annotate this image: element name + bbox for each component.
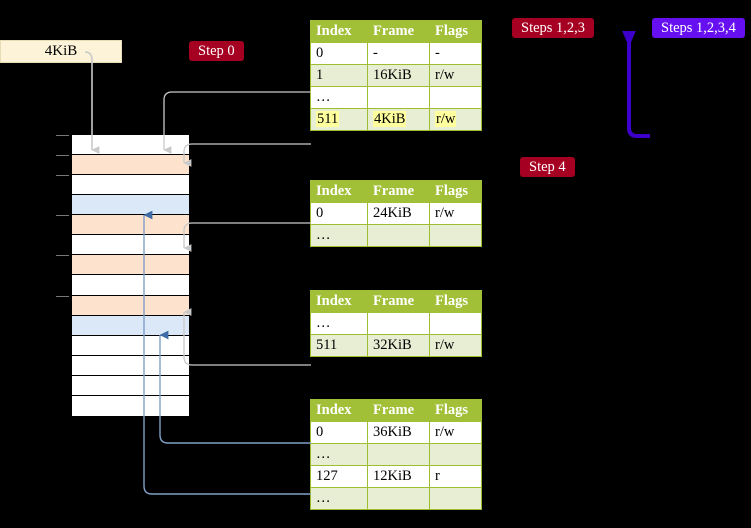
- table-cell: 0: [310, 202, 368, 225]
- connector-table1-row511: [183, 143, 311, 167]
- table-cell: 1: [310, 64, 368, 87]
- table-header-flags: Flags: [429, 290, 482, 313]
- table-cell: r/w: [429, 108, 482, 131]
- table-row: 511 4KiB r/w: [310, 108, 482, 131]
- badge-steps-1234: Steps 1,2,3,4: [652, 18, 745, 38]
- table-cell: …: [310, 224, 368, 247]
- physical-memory-column: [56, 134, 190, 416]
- table-cell: [429, 487, 482, 510]
- memory-frame-tick: [56, 175, 69, 177]
- table-cell: …: [310, 312, 368, 335]
- table-header-frame: Frame: [367, 290, 430, 313]
- memory-frame-tick: [56, 295, 69, 297]
- table-cell: r/w: [429, 421, 482, 444]
- table-cell: r/w: [429, 64, 482, 87]
- memory-frame-row: [72, 135, 189, 156]
- table-header-index: Index: [310, 20, 368, 43]
- table-cell: [429, 312, 482, 335]
- table-cell: -: [367, 42, 430, 65]
- table-cell: …: [310, 443, 368, 466]
- memory-frame-tick: [56, 155, 69, 157]
- memory-frame-tick: [56, 255, 69, 257]
- memory-frame-row: [72, 155, 189, 176]
- memory-frame-row: [72, 195, 189, 216]
- table-cell: 511: [310, 334, 368, 357]
- table-header-index: Index: [310, 180, 368, 203]
- memory-frame-row: [72, 355, 189, 376]
- table-row: …: [310, 312, 482, 335]
- table-header-frame: Frame: [367, 180, 430, 203]
- table-cell: …: [310, 86, 368, 109]
- highlighted-value: 4KiB: [373, 111, 407, 127]
- table-cell: 0: [310, 42, 368, 65]
- table-cell: 32KiB: [367, 334, 430, 357]
- badge-steps-123: Steps 1,2,3: [512, 18, 595, 38]
- badge-step-4: Step 4: [520, 157, 575, 177]
- table-header-index: Index: [310, 399, 368, 422]
- memory-frame-row: [72, 175, 189, 196]
- table-row: 0--: [310, 42, 482, 65]
- memory-frame-row: [72, 275, 189, 296]
- memory-frame-row: [72, 255, 189, 276]
- table-cell: r/w: [429, 334, 482, 357]
- memory-frame-row: [72, 295, 189, 316]
- table-cell: [367, 443, 430, 466]
- memory-frame-row: [72, 395, 189, 416]
- table-header-flags: Flags: [429, 180, 482, 203]
- table-row: …: [310, 86, 482, 109]
- connector-table2-row0: [183, 222, 311, 252]
- table-cell: [429, 443, 482, 466]
- table-cell: 0: [310, 421, 368, 444]
- table-row: …: [310, 224, 482, 247]
- table-cell: [429, 224, 482, 247]
- table-cell: [367, 86, 430, 109]
- highlighted-value: r/w: [435, 111, 457, 127]
- table-cell: 12KiB: [367, 465, 430, 488]
- table-cell: 4KiB: [367, 108, 430, 131]
- big-step-arrow: [622, 31, 650, 138]
- table-cell: [367, 224, 430, 247]
- table-cell: 127: [310, 465, 368, 488]
- table-cell: -: [429, 42, 482, 65]
- memory-frame-row: [72, 235, 189, 256]
- table-cell: [367, 312, 430, 335]
- memory-frame-row: [72, 375, 189, 396]
- badge-step-0: Step 0: [189, 41, 244, 61]
- table-header-flags: Flags: [429, 399, 482, 422]
- size-label-box: 4KiB: [0, 40, 122, 63]
- table-cell: r: [429, 465, 482, 488]
- memory-frame-row: [72, 315, 189, 336]
- memory-frame-tick: [56, 135, 69, 136]
- table-row: …: [310, 443, 482, 466]
- table-row: …: [310, 487, 482, 510]
- highlighted-value: 511: [316, 111, 340, 127]
- table-cell: 511: [310, 108, 368, 131]
- table-cell: 16KiB: [367, 64, 430, 87]
- connector-table3-row511: [183, 308, 311, 366]
- table-cell: 36KiB: [367, 421, 430, 444]
- memory-frame-row: [72, 335, 189, 356]
- table-header-flags: Flags: [429, 20, 482, 43]
- table-header-frame: Frame: [367, 399, 430, 422]
- table-cell: [429, 86, 482, 109]
- memory-frame-tick: [56, 215, 69, 217]
- memory-frame-row: [72, 215, 189, 236]
- table-cell: r/w: [429, 202, 482, 225]
- table-cell: 24KiB: [367, 202, 430, 225]
- table-header-frame: Frame: [367, 20, 430, 43]
- table-header-index: Index: [310, 290, 368, 313]
- table-cell: [367, 487, 430, 510]
- table-cell: …: [310, 487, 368, 510]
